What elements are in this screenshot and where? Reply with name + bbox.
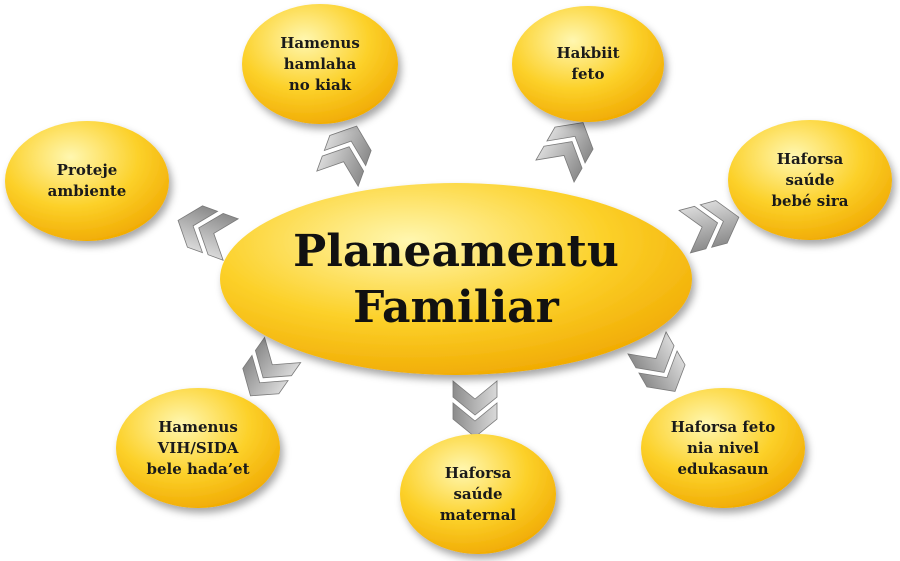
chevron-icon bbox=[678, 205, 719, 254]
double-chevron-arrow-icon bbox=[242, 336, 302, 397]
chevron-icon bbox=[452, 380, 498, 416]
double-chevron-arrow-icon bbox=[627, 331, 686, 392]
node-bubble-hamenus-vih-sida bbox=[116, 388, 280, 508]
chevron-icon bbox=[323, 125, 372, 167]
node-bubble-haforsa-saude-maternal bbox=[400, 434, 556, 554]
chevron-icon bbox=[254, 336, 302, 379]
chevron-icon bbox=[452, 402, 498, 438]
double-chevron-arrow-icon bbox=[678, 200, 740, 254]
chevron-icon bbox=[198, 212, 240, 261]
node-bubble-hamenus-hamlaha-no-kiak bbox=[242, 4, 398, 124]
double-chevron-arrow-icon bbox=[177, 205, 240, 261]
node-bubble-haforsa-saude-bebe-sira bbox=[728, 120, 892, 240]
node-bubble-haforsa-feto-nivel-edukasaun bbox=[641, 388, 805, 508]
chevron-icon bbox=[546, 122, 594, 164]
center-bubble bbox=[220, 183, 692, 375]
chevron-icon bbox=[627, 331, 675, 373]
node-bubble-hakbiit-feto bbox=[512, 6, 664, 122]
chevron-icon bbox=[242, 354, 289, 397]
double-chevron-arrow-icon bbox=[452, 380, 498, 438]
chevron-icon bbox=[535, 141, 583, 183]
chevron-icon bbox=[316, 146, 365, 188]
double-chevron-arrow-icon bbox=[535, 122, 594, 183]
center-title: Planeamentu Familiar bbox=[293, 226, 619, 333]
double-chevron-arrow-icon bbox=[316, 125, 372, 188]
chevron-icon bbox=[177, 205, 219, 254]
chevron-icon bbox=[699, 200, 740, 248]
node-bubble-proteje-ambiente bbox=[5, 121, 169, 241]
chevron-icon bbox=[638, 350, 686, 392]
